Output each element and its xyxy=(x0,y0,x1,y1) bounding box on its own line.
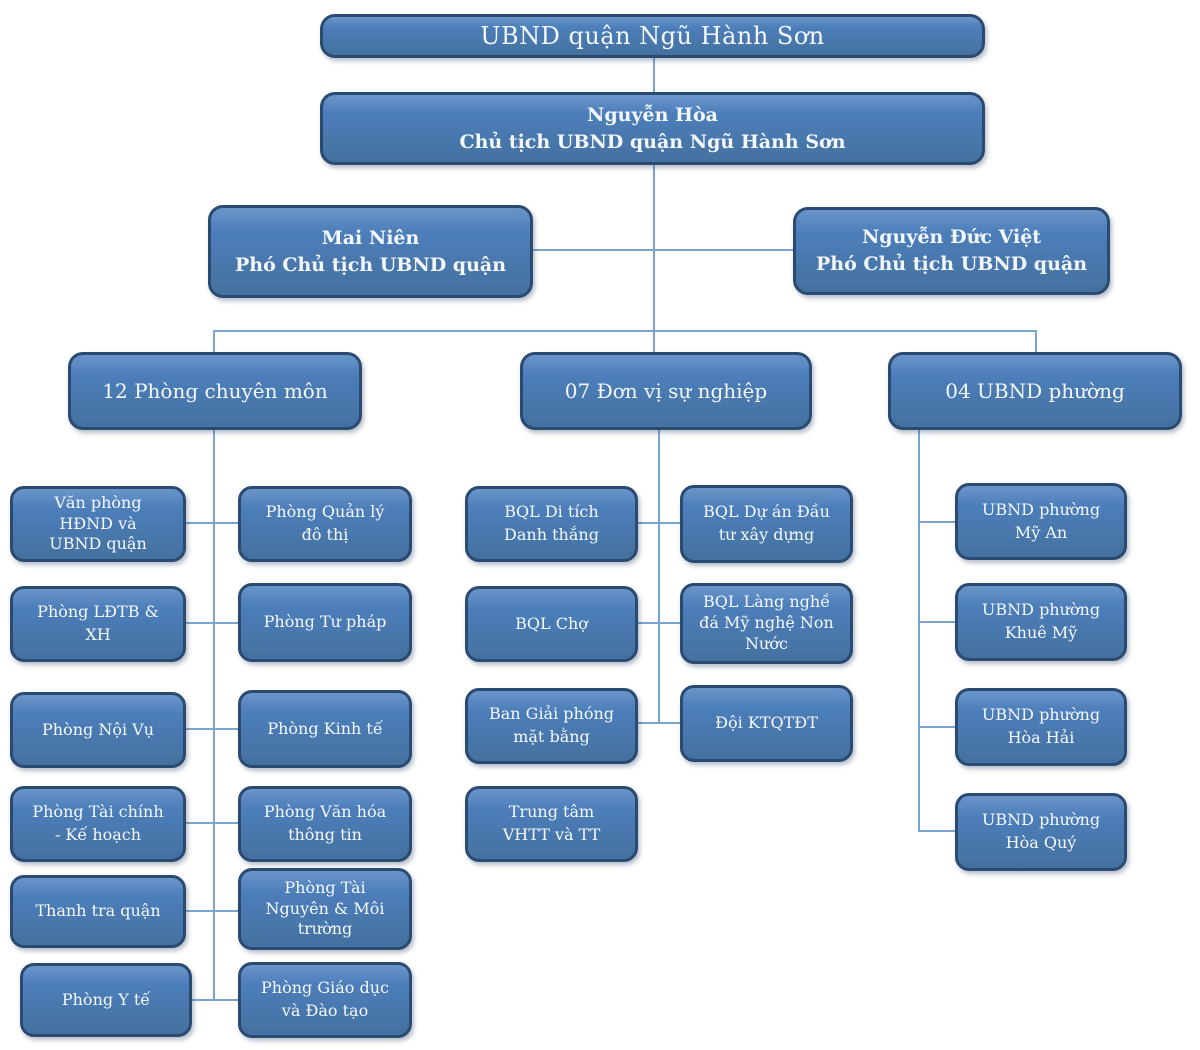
connector-group1-row1 xyxy=(186,522,238,524)
connector-deputies xyxy=(533,249,793,251)
connector-group3-row2 xyxy=(918,621,955,623)
node-thanh-tra-quan: Thanh tra quận xyxy=(10,875,186,948)
connector-group3-row1 xyxy=(918,521,955,523)
node-chairman: Nguyễn Hòa Chủ tịch UBND quận Ngũ Hành S… xyxy=(320,92,985,165)
node-phong-van-hoa: Phòng Văn hóa thông tin xyxy=(238,786,412,862)
node-phong-noi-vu: Phòng Nội Vụ xyxy=(10,692,186,768)
deputy-1-title: Phó Chủ tịch UBND quận xyxy=(234,253,507,276)
node-phuong-khue-my: UBND phường Khuê Mỹ xyxy=(955,583,1127,661)
deputy-2-name: Nguyễn Đức Việt xyxy=(861,226,1042,249)
connector-distribution xyxy=(213,330,1037,332)
node-phong-tai-chinh: Phòng Tài chính - Kế hoạch xyxy=(10,786,186,862)
node-phong-tai-nguyen: Phòng Tài Nguyên & Môi trường xyxy=(238,868,412,950)
connector-group1-row2 xyxy=(186,622,238,624)
node-phuong-my-an: UBND phường Mỹ An xyxy=(955,483,1127,560)
node-group2-header: 07 Đơn vị sự nghiệp xyxy=(520,352,812,430)
node-doi-ktqtdt: Đội KTQTĐT xyxy=(680,685,853,762)
connector-group2-row2 xyxy=(638,622,680,624)
connector-group1-row3 xyxy=(186,728,238,730)
connector-drop-group3 xyxy=(1035,330,1037,352)
chairman-name: Nguyễn Hòa xyxy=(587,103,718,126)
connector-drop-group2 xyxy=(653,330,655,352)
connector-chairman-trunk xyxy=(653,165,655,332)
node-deputy-1: Mai Niên Phó Chủ tịch UBND quận xyxy=(208,205,533,298)
connector-group3-row3 xyxy=(918,726,955,728)
node-bql-cho: BQL Chợ xyxy=(465,586,638,662)
connector-drop-group1 xyxy=(213,330,215,352)
node-deputy-2: Nguyễn Đức Việt Phó Chủ tịch UBND quận xyxy=(793,207,1110,295)
node-phuong-hoa-hai: UBND phường Hòa Hải xyxy=(955,688,1127,766)
connector-group1-trunk xyxy=(213,430,215,1000)
node-van-phong-hdnd: Văn phòng HĐND và UBND quận xyxy=(10,486,186,562)
node-phong-y-te: Phòng Y tế xyxy=(20,963,192,1037)
connector-group2-row3 xyxy=(638,722,680,724)
connector-group3-row4 xyxy=(918,830,955,832)
connector-group1-row4 xyxy=(186,822,238,824)
node-group3-header: 04 UBND phường xyxy=(888,352,1182,430)
node-ban-giai-phong: Ban Giải phóng mặt bằng xyxy=(465,688,638,764)
node-phong-giao-duc: Phòng Giáo dục và Đào tạo xyxy=(238,962,412,1038)
chairman-title: Chủ tịch UBND quận Ngũ Hành Sơn xyxy=(459,130,846,153)
node-bql-lang-nghe: BQL Làng nghề đá Mỹ nghệ Non Nước xyxy=(680,583,853,664)
node-phong-tu-phap: Phòng Tư pháp xyxy=(238,583,412,662)
deputy-1-name: Mai Niên xyxy=(321,226,420,249)
connector-group2-trunk xyxy=(658,430,660,724)
connector-group1-row6 xyxy=(192,999,238,1001)
node-phong-ldtb-xh: Phòng LĐTB & XH xyxy=(10,586,186,662)
node-bql-du-an: BQL Dự án Đầu tư xây dựng xyxy=(680,485,853,563)
connector-group3-trunk xyxy=(918,430,920,832)
connector-group2-row1 xyxy=(638,522,680,524)
node-group1-header: 12 Phòng chuyên môn xyxy=(68,352,362,430)
connector-group1-row5 xyxy=(186,910,238,912)
node-phong-kinh-te: Phòng Kinh tế xyxy=(238,690,412,768)
node-bql-di-tich: BQL Di tích Danh thắng xyxy=(465,486,638,562)
node-district-ubnd: UBND quận Ngũ Hành Sơn xyxy=(320,14,985,58)
node-phong-quan-ly-do-thi: Phòng Quản lý đô thị xyxy=(238,486,412,562)
connector-root-chairman xyxy=(653,57,655,92)
node-phuong-hoa-quy: UBND phường Hòa Quý xyxy=(955,793,1127,871)
node-trung-tam-vhtt: Trung tâm VHTT và TT xyxy=(465,786,638,862)
deputy-2-title: Phó Chủ tịch UBND quận xyxy=(815,253,1088,275)
